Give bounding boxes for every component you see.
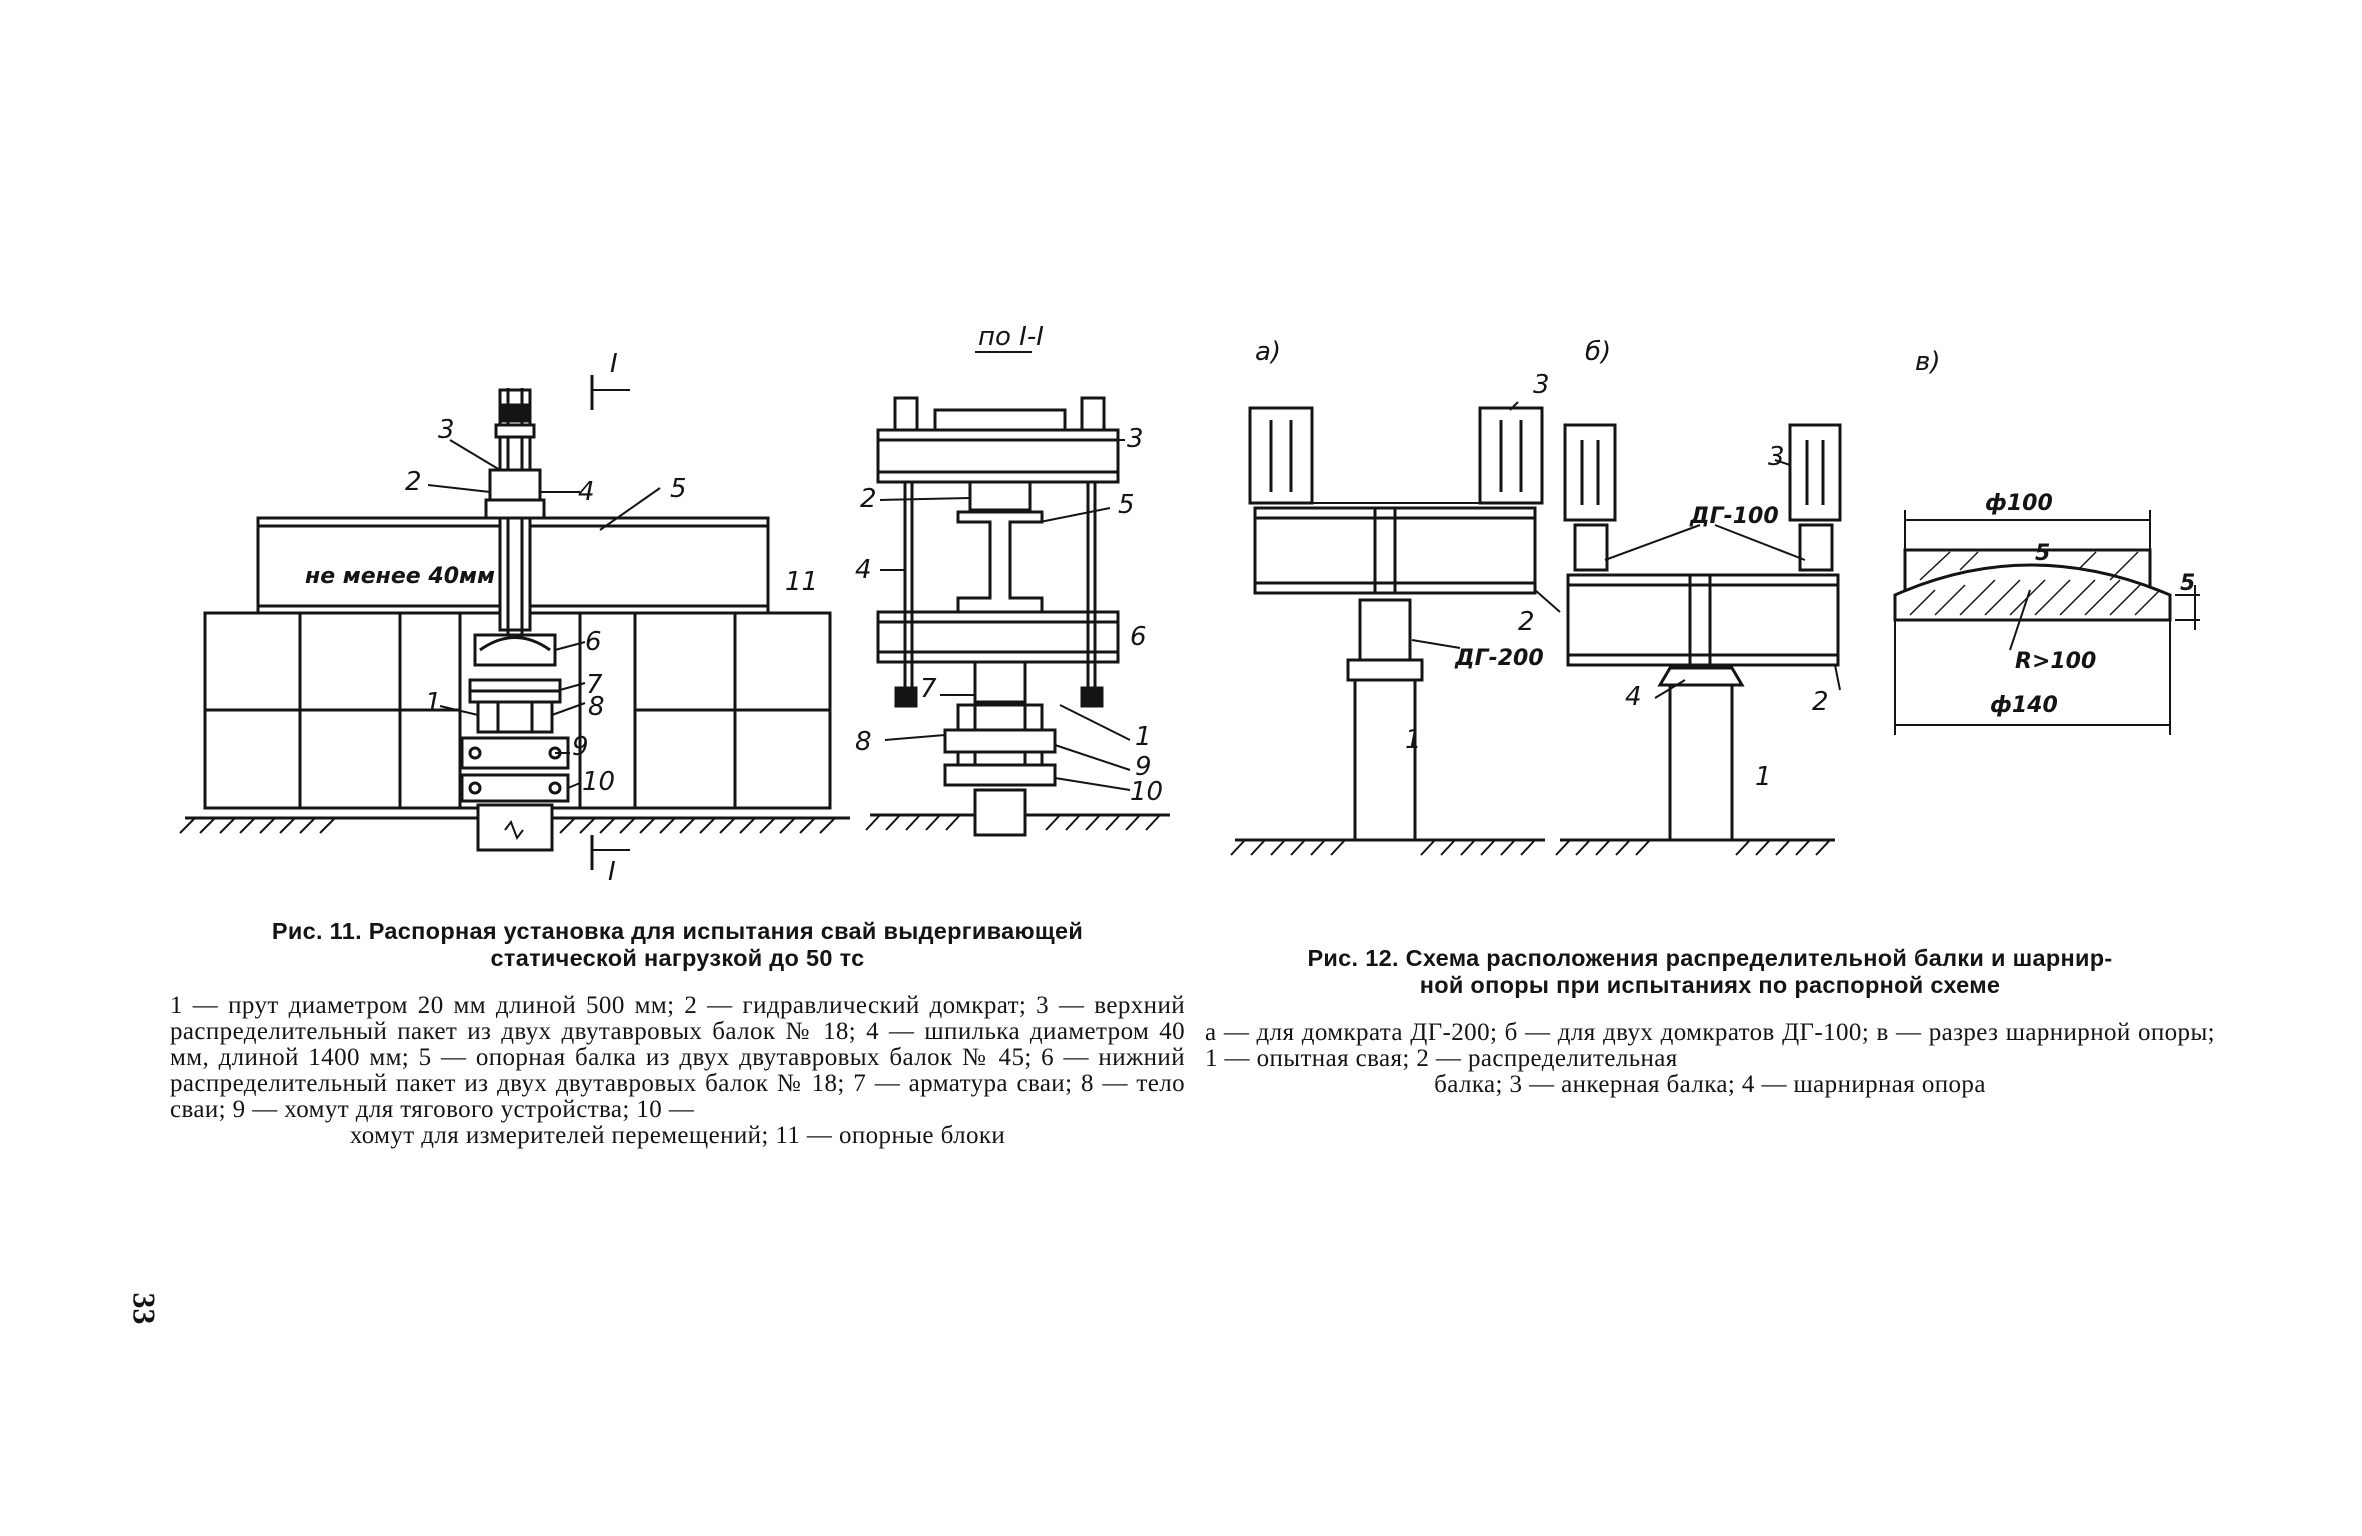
fig12-legend: а — для домкрата ДГ-200; б — для двух до…: [1205, 1019, 2215, 1072]
fig12-legend-last: балка; 3 — анкерная балка; 4 — шарнирная…: [1434, 1071, 1986, 1098]
fig11-legend: 1 — прут диаметром 20 мм длиной 500 мм; …: [170, 992, 1185, 1123]
fig12-caption-body: а — для домкрата ДГ-200; б — для двух до…: [1205, 1020, 2215, 1098]
figure-12-drawings: [1220, 330, 2220, 870]
fig11-title-line1: Рис. 11. Распорная установка для испытан…: [271, 918, 1084, 944]
fig12-title-line1: Рис. 12. Схема расположения распределите…: [1307, 945, 2113, 971]
fig11-legend-last: хомут для измерителей перемещений; 11 — …: [349, 1122, 1006, 1149]
page-number: 33: [126, 1292, 163, 1325]
figure-11-section: [850, 330, 1190, 850]
figure-11-elevation: [170, 330, 870, 890]
fig11-caption-title: Рис. 11. Распорная установка для испытан…: [170, 918, 1185, 972]
fig11-title-line2: статической нагрузкой до 50 тс: [490, 945, 865, 971]
fig11-caption-body: 1 — прут диаметром 20 мм длиной 500 мм; …: [170, 993, 1185, 1149]
fig12-title-line2: ной опоры при испытаниях по распорной сх…: [1419, 972, 2001, 998]
fig12-caption-title: Рис. 12. Схема расположения распределите…: [1205, 945, 2215, 999]
